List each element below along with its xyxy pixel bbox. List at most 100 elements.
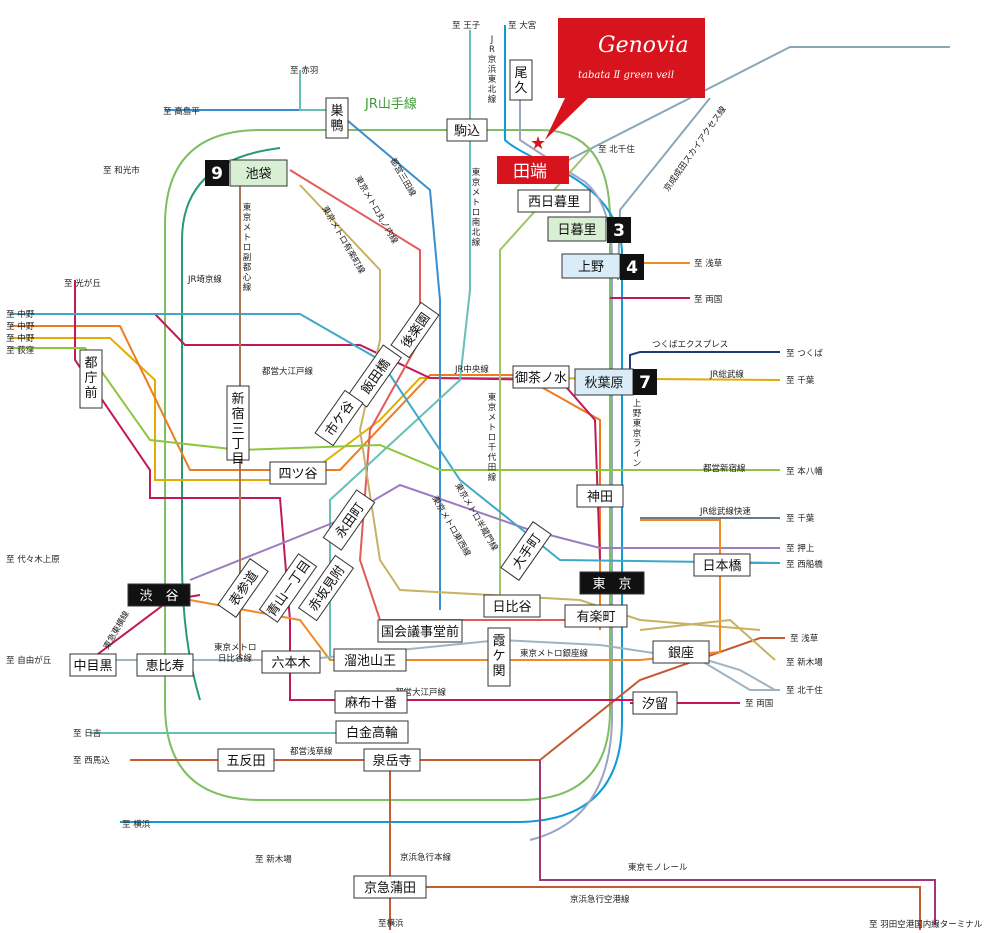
station-label: 泉岳寺 <box>372 753 411 769</box>
station-label: 日暮里 <box>557 223 596 238</box>
station-box[interactable] <box>79 349 103 409</box>
station-box[interactable] <box>333 648 407 672</box>
station-kanda[interactable]: 神田 <box>576 484 624 508</box>
station-label: 国会議事堂前 <box>381 624 459 640</box>
station-box[interactable] <box>574 368 634 396</box>
tabata-station-box[interactable] <box>497 156 569 184</box>
dest-chiba1: 至 千葉 <box>786 375 815 386</box>
station-kasumigaseki[interactable]: 霞ケ関 <box>487 627 511 687</box>
station-box[interactable] <box>446 118 488 142</box>
station-box[interactable] <box>564 604 628 628</box>
station-nippori[interactable]: 日暮里 <box>547 216 607 242</box>
station-label: 上野 <box>578 260 604 275</box>
station-sugamo[interactable]: 巣鴨 <box>325 97 349 139</box>
station-komagome[interactable]: 駒込 <box>446 118 488 142</box>
station-box[interactable] <box>576 484 624 508</box>
station-box[interactable] <box>325 97 349 139</box>
station-box[interactable] <box>632 691 678 715</box>
station-ebisu[interactable]: 恵比寿 <box>136 653 194 677</box>
station-oku[interactable]: 尾久 <box>509 59 533 101</box>
station-gotanda[interactable]: 五反田 <box>217 748 275 772</box>
station-tochomae[interactable]: 都庁前 <box>79 349 103 409</box>
station-box[interactable] <box>226 385 250 461</box>
station-label: 麻布十番 <box>345 696 397 711</box>
station-box[interactable] <box>297 554 355 622</box>
station-box[interactable] <box>377 619 463 643</box>
station-shibuya[interactable]: 渋 谷 <box>127 583 191 607</box>
station-ginza[interactable]: 銀座 <box>652 640 710 664</box>
station-ochanomizu[interactable]: 御茶ノ水 <box>512 365 570 389</box>
station-shinjukusanchome[interactable]: 新宿三丁目 <box>226 385 250 467</box>
station-shirokanetakanawa[interactable]: 白金高輪 <box>335 720 409 744</box>
badge-box <box>633 369 657 395</box>
station-roppongi[interactable]: 六本木 <box>261 650 321 674</box>
station-nihonbashi[interactable]: 日本橋 <box>693 553 751 577</box>
station-hibiya[interactable]: 日比谷 <box>483 594 541 618</box>
station-box[interactable] <box>335 720 409 744</box>
station-box[interactable] <box>269 461 327 485</box>
station-box[interactable] <box>334 690 408 714</box>
keikyu-airport-line <box>390 886 921 930</box>
station-box[interactable] <box>136 653 194 677</box>
yurakucho-label: 東京メトロ有楽町線 <box>319 204 367 276</box>
station-box[interactable] <box>652 640 710 664</box>
station-label: 六本木 <box>271 656 310 671</box>
station-box[interactable] <box>353 875 427 899</box>
station-tameikesanno[interactable]: 溜池山王 <box>333 648 407 672</box>
station-box[interactable] <box>500 521 552 581</box>
route-lines <box>10 25 950 930</box>
station-akihabara[interactable]: 秋葉原 <box>574 368 634 396</box>
station-box[interactable] <box>561 253 621 279</box>
station-box[interactable] <box>127 583 191 607</box>
station-kokkaigijidomae[interactable]: 国会議事堂前 <box>377 619 463 643</box>
station-label: 恵比寿 <box>145 659 184 674</box>
station-box[interactable] <box>547 216 607 242</box>
dest-yoyogiuehara: 至 代々木上原 <box>6 554 60 565</box>
station-keikyukamata[interactable]: 京急蒲田 <box>353 875 427 899</box>
station-box[interactable] <box>261 650 321 674</box>
station-omotesando[interactable]: 表参道 <box>217 558 269 618</box>
station-box[interactable] <box>363 748 421 772</box>
station-box[interactable] <box>322 489 376 551</box>
station-box[interactable] <box>229 159 288 187</box>
station-box[interactable] <box>390 301 440 359</box>
station-nakameguro[interactable]: 中目黒 <box>69 653 117 677</box>
station-label: 有楽町 <box>576 609 615 625</box>
station-sengakuji[interactable]: 泉岳寺 <box>363 748 421 772</box>
station-otemachi[interactable]: 大手町 <box>500 521 552 581</box>
station-box[interactable] <box>487 627 511 687</box>
station-box[interactable] <box>258 553 318 623</box>
station-tokyo[interactable]: 東 京 <box>579 571 645 595</box>
dest-wakoshi: 至 和光市 <box>103 165 140 176</box>
dest-jiyugaoka: 至 自由が丘 <box>6 655 52 666</box>
dest-motoyawata: 至 本八幡 <box>786 466 823 477</box>
line-label-uenotokyo: 上野東京ライン <box>633 399 642 469</box>
station-nishinippori[interactable]: 西日暮里 <box>517 189 591 213</box>
dest-oshiage: 至 押上 <box>786 543 815 554</box>
toyoko-label: 東急東横線 <box>101 609 132 652</box>
station-korakuen[interactable]: 後楽園 <box>390 301 440 359</box>
station-number-badge-ueno: 4 <box>620 254 644 280</box>
station-azabujuban[interactable]: 麻布十番 <box>334 690 408 714</box>
station-label: 東 京 <box>592 576 631 592</box>
station-ueno[interactable]: 上野 <box>561 253 621 279</box>
dest-shinkiba1: 至 新木場 <box>786 657 823 668</box>
station-yurakucho[interactable]: 有楽町 <box>564 604 628 628</box>
station-box[interactable] <box>483 594 541 618</box>
station-box[interactable] <box>517 189 591 213</box>
station-box[interactable] <box>217 558 269 618</box>
station-box[interactable] <box>217 748 275 772</box>
station-box[interactable] <box>509 59 533 101</box>
station-shiodome[interactable]: 汐留 <box>632 691 678 715</box>
station-box[interactable] <box>69 653 117 677</box>
station-box[interactable] <box>314 389 364 447</box>
station-label: 五反田 <box>226 754 265 769</box>
station-nagatacho[interactable]: 永田町 <box>322 489 376 551</box>
station-box[interactable] <box>512 365 570 389</box>
station-yotsuya[interactable]: 四ツ谷 <box>269 461 327 485</box>
station-box[interactable] <box>579 571 645 595</box>
station-iidabashi[interactable]: 飯田橋 <box>348 344 402 408</box>
station-box[interactable] <box>693 553 751 577</box>
station-ikebukuro[interactable]: 池袋 <box>229 159 288 187</box>
tabata-highlight[interactable]: 田端 ★ <box>497 133 569 184</box>
